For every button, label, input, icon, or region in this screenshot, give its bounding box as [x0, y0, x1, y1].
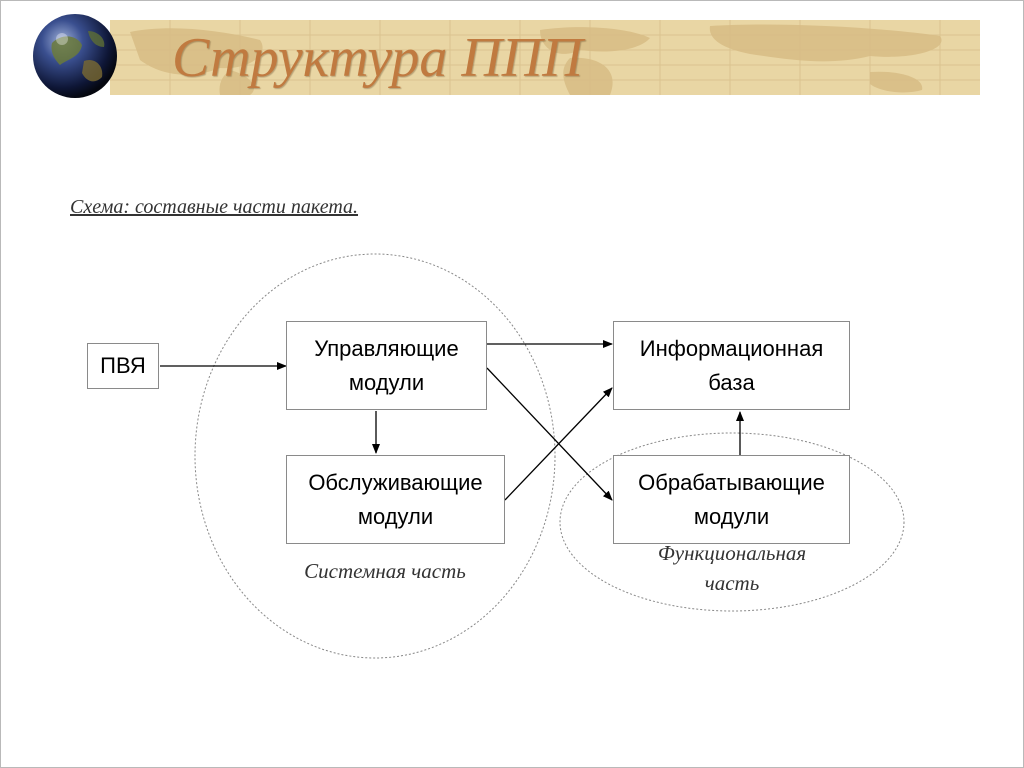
- title-banner: [110, 20, 980, 95]
- node-info-base: Информационная база: [613, 321, 850, 410]
- functional-part-label: Функциональная часть: [657, 541, 807, 595]
- diagram-caption: Схема: составные части пакета.: [70, 196, 359, 218]
- node-control-modules: Управляющие модули: [286, 321, 487, 410]
- node-service-modules: Обслуживающие модули: [286, 455, 505, 544]
- edge-control-processing: [486, 367, 613, 501]
- node-processing-modules: Обрабатывающие модули: [613, 455, 850, 544]
- edge-service-infobase: [504, 387, 613, 501]
- functional-part-ellipse: [559, 432, 905, 612]
- world-map-pattern: [110, 20, 980, 95]
- node-pvya: ПВЯ: [87, 343, 159, 389]
- globe-icon: [33, 14, 117, 98]
- system-part-label: Системная часть: [304, 559, 466, 583]
- system-part-ellipse: [194, 253, 556, 659]
- slide-title: Структура ППП: [172, 27, 583, 89]
